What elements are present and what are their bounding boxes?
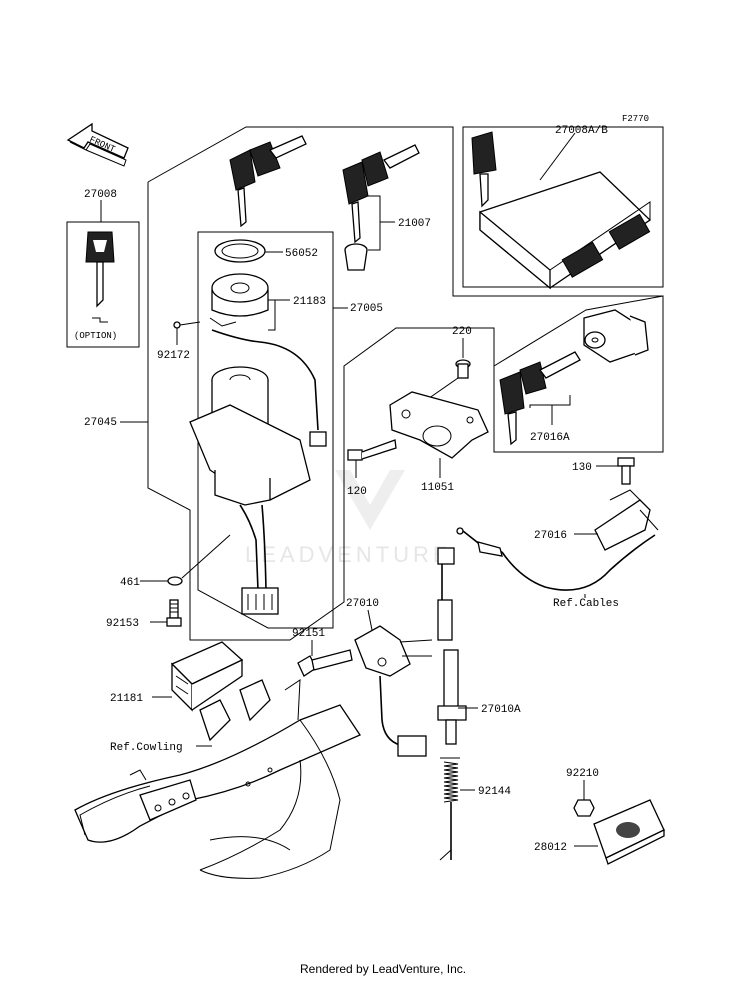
front-arrow-icon: FRONT bbox=[66, 122, 129, 167]
label-120: 120 bbox=[347, 486, 367, 498]
immobilizer-box bbox=[462, 126, 664, 288]
label-27016: 27016 bbox=[534, 530, 567, 542]
outline-27045-top bbox=[147, 126, 663, 297]
immobilizer-ecu-icon bbox=[479, 171, 652, 290]
emblem-28012-icon bbox=[593, 799, 665, 865]
ignition-switch-body-icon bbox=[189, 366, 311, 615]
watermark-text: LEADVENTURE bbox=[245, 542, 452, 567]
immobilizer-key-icon bbox=[471, 131, 497, 208]
label-27008: 27008 bbox=[84, 189, 117, 201]
spring-92144-icon bbox=[439, 757, 460, 861]
seat-lock-box bbox=[493, 295, 664, 453]
cowling-frame-icon bbox=[74, 679, 361, 879]
label-92151: 92151 bbox=[292, 628, 325, 640]
nut-92210-icon bbox=[573, 799, 595, 817]
label-92153: 92153 bbox=[106, 618, 139, 630]
label-220: 220 bbox=[452, 326, 472, 338]
brake-switch-27010-icon bbox=[354, 625, 433, 757]
label-56052: 56052 bbox=[285, 248, 318, 260]
option-key-icon bbox=[85, 231, 115, 323]
cylinder-21183-icon bbox=[209, 273, 327, 447]
label-refcowling: Ref.Cowling bbox=[110, 742, 183, 754]
leader-27008ab bbox=[539, 132, 576, 181]
leader-27010 bbox=[367, 609, 373, 631]
label-11051: 11051 bbox=[421, 482, 454, 494]
washer-461-icon bbox=[167, 576, 183, 586]
label-27008ab: 27008A/B bbox=[555, 125, 608, 137]
bolt-220-icon bbox=[455, 359, 471, 379]
label-21007: 21007 bbox=[398, 218, 431, 230]
label-27045: 27045 bbox=[84, 417, 117, 429]
label-27005: 27005 bbox=[350, 303, 383, 315]
bolt-120-icon bbox=[347, 439, 397, 461]
bracket-11051-icon bbox=[389, 391, 489, 459]
label-92172: 92172 bbox=[157, 350, 190, 362]
figure-code: F2770 bbox=[622, 114, 649, 124]
option-key-box bbox=[66, 221, 140, 348]
bolt-92151-icon bbox=[297, 649, 353, 677]
leader-21007 bbox=[368, 195, 395, 251]
label-461: 461 bbox=[120, 577, 140, 589]
outline-27045-lower bbox=[147, 182, 495, 641]
label-92144: 92144 bbox=[478, 786, 511, 798]
ignition-switch-box bbox=[197, 231, 334, 629]
bolt-130-icon bbox=[617, 457, 635, 485]
leader-27016a bbox=[529, 395, 571, 425]
label-27016a: 27016A bbox=[530, 432, 570, 444]
seat-cable-icon bbox=[456, 527, 656, 591]
key-21007-icon bbox=[342, 144, 420, 271]
bolt-92153-icon bbox=[166, 599, 182, 627]
leader-21183 bbox=[268, 299, 290, 331]
label-130: 130 bbox=[572, 462, 592, 474]
label-21181: 21181 bbox=[110, 693, 143, 705]
label-27010a: 27010A bbox=[481, 704, 521, 716]
option-label: (OPTION) bbox=[74, 331, 117, 341]
rear-brake-switch-27010a-icon bbox=[437, 547, 467, 745]
ignition-keys-icon bbox=[229, 135, 307, 228]
seat-lock-icon bbox=[583, 309, 649, 363]
label-refcables: Ref.Cables bbox=[553, 598, 619, 610]
label-92210: 92210 bbox=[566, 768, 599, 780]
label-28012: 28012 bbox=[534, 842, 567, 854]
seat-lock-keys-icon bbox=[499, 351, 581, 446]
screw-92172-icon bbox=[173, 321, 181, 329]
label-21183: 21183 bbox=[293, 296, 326, 308]
relay-21181-icon bbox=[170, 641, 244, 712]
watermark: LEADVENTURE bbox=[245, 470, 452, 567]
seat-latch-27016-icon bbox=[594, 489, 659, 551]
footer-credit: Rendered by LeadVenture, Inc. bbox=[300, 962, 466, 976]
label-27010: 27010 bbox=[346, 598, 379, 610]
